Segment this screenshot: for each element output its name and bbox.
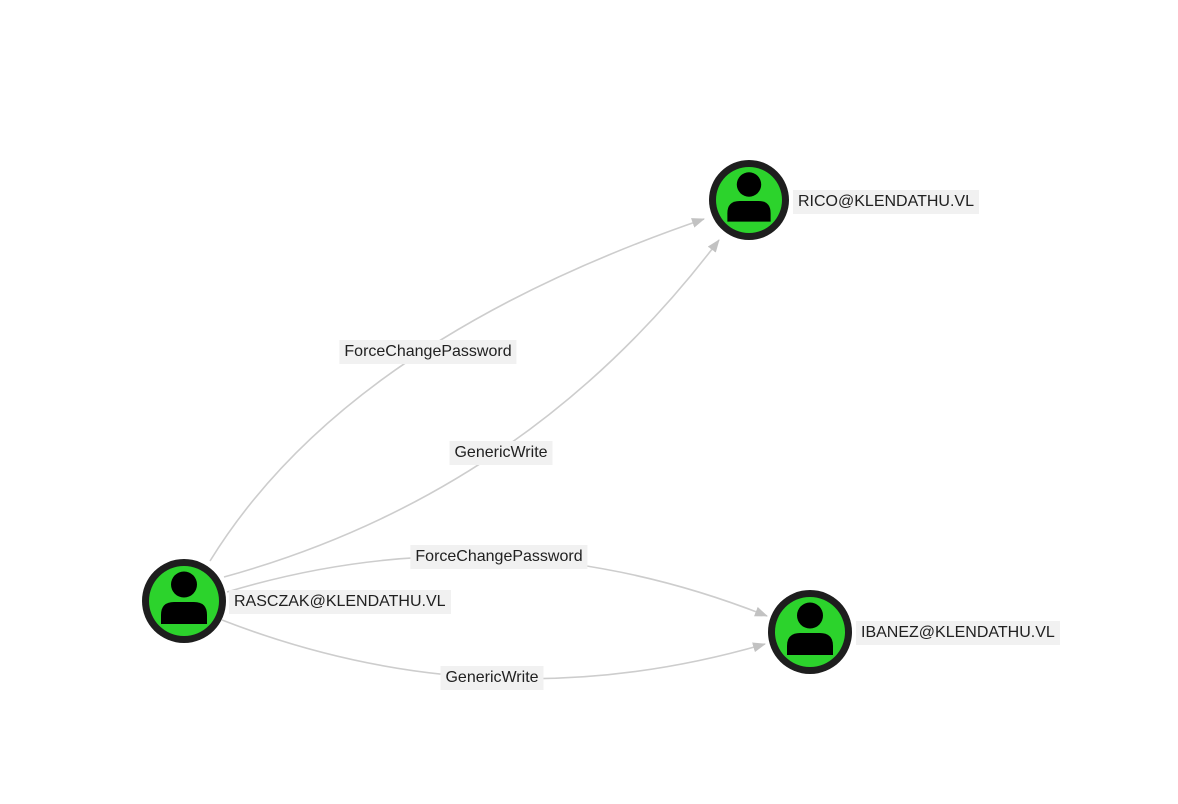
node-rico[interactable] — [709, 160, 789, 240]
edge-label-genericwrite-ibanez[interactable]: GenericWrite — [440, 666, 544, 690]
node-ibanez[interactable] — [768, 590, 852, 674]
node-label-rasczak[interactable]: RASCZAK@KLENDATHU.VL — [229, 590, 451, 614]
edge-label-forcechangepassword-ibanez[interactable]: ForceChangePassword — [410, 545, 588, 569]
edge-rasczak-rico-genericwrite[interactable] — [223, 239, 720, 578]
edge-rasczak-rico-forcechangepassword[interactable] — [209, 218, 705, 562]
node-label-rico[interactable]: RICO@KLENDATHU.VL — [793, 190, 979, 214]
node-label-ibanez[interactable]: IBANEZ@KLENDATHU.VL — [856, 621, 1060, 645]
edge-label-forcechangepassword-rico[interactable]: ForceChangePassword — [339, 340, 517, 364]
node-rasczak[interactable] — [142, 559, 226, 643]
edge-label-genericwrite-rico[interactable]: GenericWrite — [449, 441, 553, 465]
